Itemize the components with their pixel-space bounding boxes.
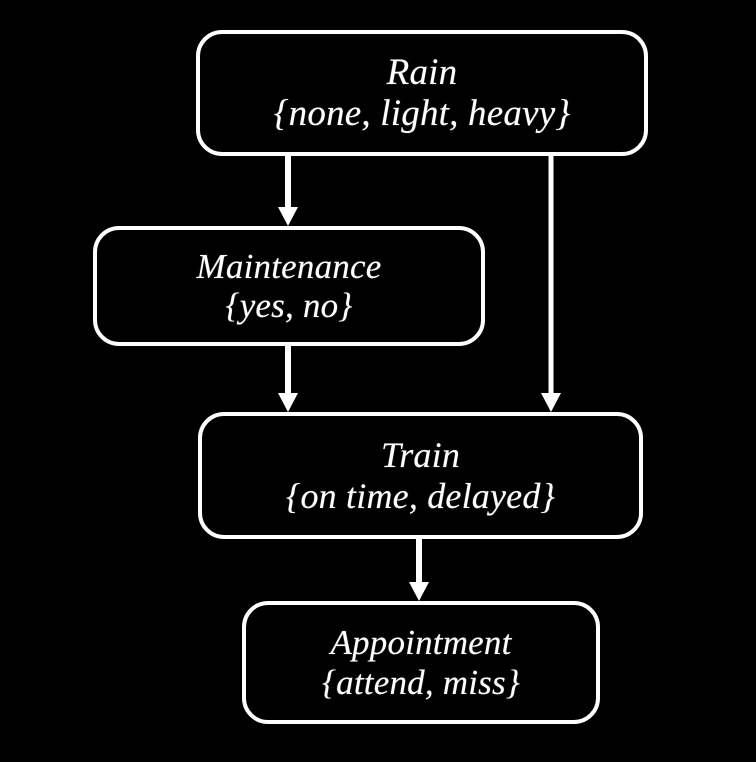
node-train[interactable]: Train {on time, delayed} xyxy=(198,412,643,539)
node-rain-title: Rain xyxy=(386,51,458,93)
arrowhead-down-icon xyxy=(278,207,298,226)
arrow-shaft xyxy=(285,346,291,394)
edge-rain-to-maintenance xyxy=(277,156,299,226)
node-appointment[interactable]: Appointment {attend, miss} xyxy=(242,601,600,724)
arrow-shaft xyxy=(285,156,291,208)
arrowhead-down-icon xyxy=(409,582,429,601)
arrow-shaft xyxy=(548,156,554,394)
arrowhead-down-icon xyxy=(278,393,298,412)
node-train-title: Train xyxy=(380,435,461,476)
node-appointment-title: Appointment xyxy=(330,623,512,663)
node-train-states: {on time, delayed} xyxy=(285,475,556,516)
edge-maintenance-to-train xyxy=(277,346,299,412)
arrowhead-down-icon xyxy=(541,393,561,412)
edge-rain-to-train xyxy=(541,156,561,412)
node-appointment-states: {attend, miss} xyxy=(321,662,521,702)
node-rain-states: {none, light, heavy} xyxy=(273,93,571,134)
node-maintenance-title: Maintenance xyxy=(196,246,382,286)
node-maintenance[interactable]: Maintenance {yes, no} xyxy=(93,226,485,346)
edge-train-to-appointment xyxy=(408,539,430,601)
node-maintenance-states: {yes, no} xyxy=(225,286,353,325)
arrow-shaft xyxy=(416,539,422,583)
node-rain[interactable]: Rain {none, light, heavy} xyxy=(196,30,648,156)
